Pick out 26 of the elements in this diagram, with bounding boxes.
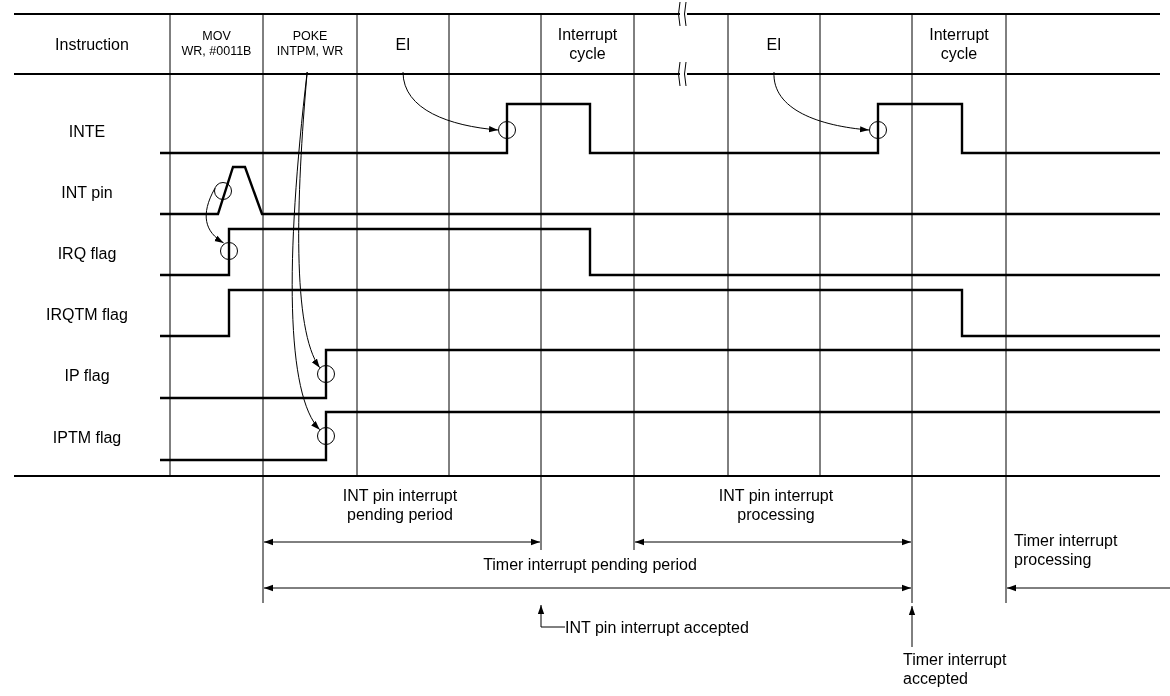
cycle-label: Interrupt cycle: [928, 25, 990, 64]
arrow: [402, 71, 499, 133]
arrow: [205, 187, 225, 244]
instruction-label: POKE INTPM, WR: [263, 16, 357, 72]
annotation-text: Timer interrupt accepted: [903, 647, 1053, 691]
signal-name: INT pin: [60, 182, 114, 203]
arrow: [298, 71, 321, 369]
signal-name: IRQTM flag: [45, 304, 129, 325]
arrow: [773, 71, 870, 133]
annotation-text: INT pin interrupt accepted: [565, 616, 795, 638]
period-label: Timer interrupt processing: [1014, 531, 1119, 570]
signal-name: IP flag: [63, 365, 111, 386]
instruction-label: EI: [728, 16, 820, 72]
signal-name: INTE: [67, 121, 107, 142]
period-label: INT pin interrupt pending period: [341, 486, 459, 525]
row-header: Instruction: [54, 34, 130, 55]
signal-name: IRQ flag: [56, 243, 118, 264]
instruction-label: EI: [357, 16, 449, 72]
leader-line: [537, 604, 566, 628]
signal-name: IPTM flag: [51, 427, 123, 448]
period-label: Timer interrupt pending period: [482, 555, 698, 574]
arrow: [291, 71, 321, 431]
period-label: INT pin interrupt processing: [717, 486, 835, 525]
cycle-label: Interrupt cycle: [556, 25, 619, 64]
leader-line: [908, 605, 916, 648]
instruction-label: MOV WR, #0011B: [180, 28, 253, 60]
